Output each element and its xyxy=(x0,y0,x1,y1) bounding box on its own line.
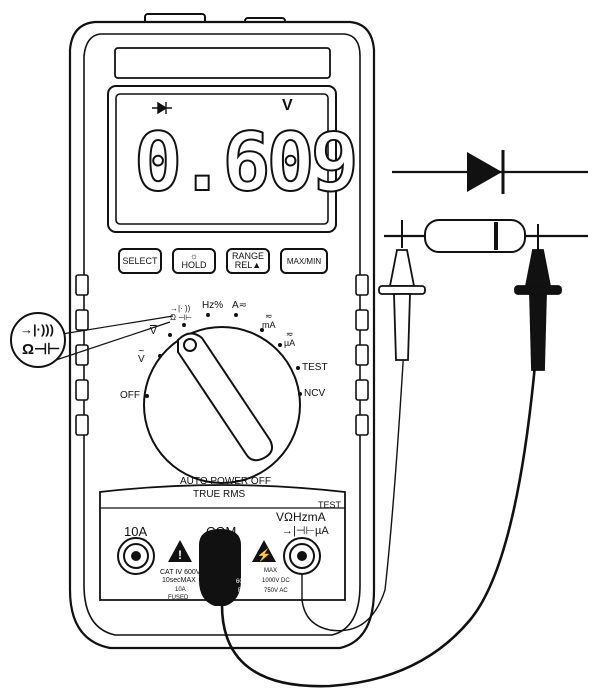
lcd-screen xyxy=(115,93,329,225)
hold-button[interactable]: ☼ HOLD xyxy=(172,248,216,274)
jack-vohm[interactable] xyxy=(283,537,321,575)
sec-max-label: 10secMAX xyxy=(162,577,196,584)
select-button[interactable]: SELECT xyxy=(118,248,162,274)
warning-triangle-right: ⚡ xyxy=(252,540,276,562)
cat-rating-label: CAT ⅠⅤ 600V xyxy=(160,569,201,576)
svg-text:⚡: ⚡ xyxy=(257,548,272,562)
dial-ohm-row-label: Ω ⊣⊢ xyxy=(170,313,193,322)
v750-label: 750V AC xyxy=(264,588,288,594)
terminal-10a-label: 10A xyxy=(124,524,148,539)
terminal-diode-label: →|⊣⊢µA xyxy=(282,525,329,537)
terminal-com-label: COM xyxy=(206,524,237,539)
hold-label: HOLD xyxy=(181,260,207,270)
dial-ua-label: ≂µA xyxy=(284,329,296,348)
v1000-label: 1000V DC xyxy=(262,578,290,584)
right-grip-ridges xyxy=(355,274,369,436)
range-rel-button[interactable]: RANGE REL▲ xyxy=(226,248,270,274)
maxmin-button[interactable]: MAX/MIN xyxy=(280,248,328,274)
black-lead-cable xyxy=(220,329,540,688)
ma600-label: 600mA xyxy=(236,579,256,585)
sun-icon: ☼ xyxy=(189,251,199,261)
fused-left-label: FUSED xyxy=(168,595,189,601)
dial-a-label: A≂ xyxy=(232,300,248,311)
lcd-unit: V xyxy=(282,97,293,114)
callout-line-lower xyxy=(55,321,171,361)
dial-diode-row-label: →|· )) xyxy=(170,304,191,313)
lcd-diode-icon xyxy=(152,101,172,115)
red-lead-cable xyxy=(301,329,406,632)
diode-schematic-symbol xyxy=(392,150,588,194)
top-label-strip xyxy=(114,47,331,79)
lcd-reading: 0.609 xyxy=(133,116,360,209)
diode-component xyxy=(384,219,588,253)
dial-off-label: OFF xyxy=(120,390,140,401)
callout-ohm-cap: Ω⊣⊢ xyxy=(22,341,61,358)
dial-position-dots xyxy=(145,313,302,398)
terminal-vohm-label: VΩHzmA xyxy=(276,510,326,524)
callout-bubble xyxy=(10,312,66,368)
dial-acv-label: ~V xyxy=(138,346,145,365)
com-plug xyxy=(199,528,241,606)
black-probe xyxy=(514,224,562,371)
terminal-test-label: TEST xyxy=(318,500,342,510)
callout-line-upper xyxy=(55,315,174,336)
dial-ma-label: ≂mA xyxy=(262,311,276,330)
svg-text:!: ! xyxy=(178,548,182,562)
max-label: MAX xyxy=(264,568,278,574)
dial-knob-pointer[interactable] xyxy=(177,332,273,462)
jack-10a[interactable] xyxy=(117,537,155,575)
callout-diode-continuity: →|·))) xyxy=(20,322,54,337)
dial-dcv-label: V xyxy=(150,326,157,337)
dial-hz-label: Hz% xyxy=(202,300,224,311)
warning-triangle-left: ! xyxy=(168,540,192,562)
dial-test-label: TEST xyxy=(302,362,328,373)
range-label: RANGE xyxy=(231,251,264,261)
rel-label: REL▲ xyxy=(234,260,262,270)
red-probe xyxy=(378,220,426,361)
dial-knob-dot xyxy=(183,338,197,352)
under-10a-label: 10A xyxy=(175,587,186,593)
dial-ncv-label: NCV xyxy=(304,388,326,399)
auto-power-off-label: AUTO POWER OFF xyxy=(180,476,271,487)
true-rms-label: TRUE RMS xyxy=(193,489,246,500)
fused-right-label: FUSED xyxy=(238,588,259,594)
